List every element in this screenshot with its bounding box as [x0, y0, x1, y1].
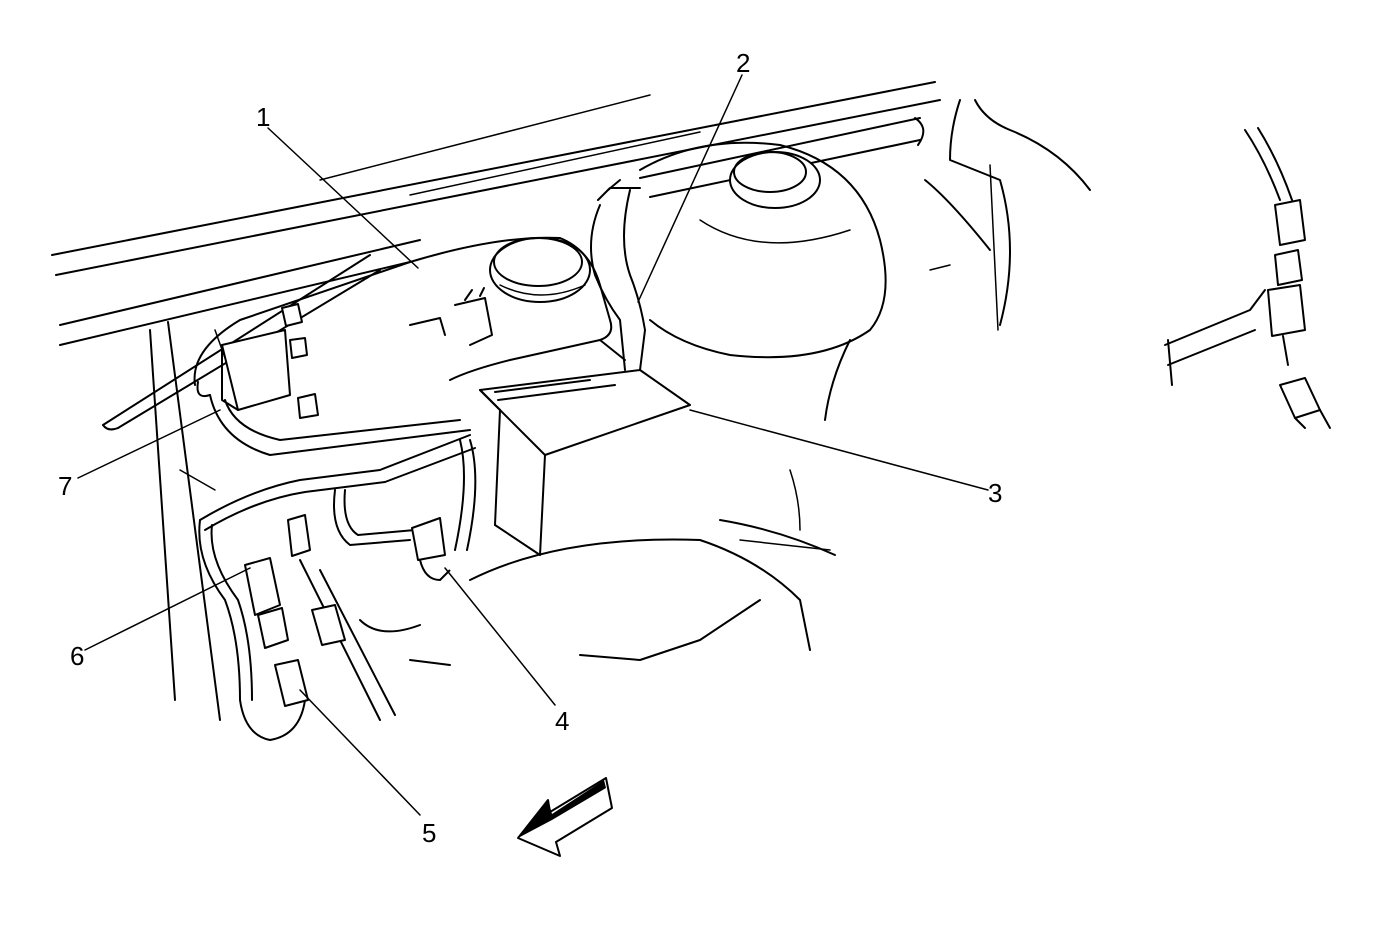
hose-upper [590, 179, 646, 371]
callout-3: 3 [988, 478, 1002, 508]
leader-lines [77, 74, 989, 816]
callout-2: 2 [736, 48, 750, 78]
callout-1: 1 [256, 102, 270, 132]
wiring-harness [198, 434, 477, 741]
hood-edge [51, 81, 941, 721]
callout-7: 7 [58, 471, 72, 501]
callout-4: 4 [555, 706, 569, 736]
inset-detail [1164, 127, 1331, 429]
battery-box [479, 339, 691, 556]
callout-6: 6 [70, 641, 84, 671]
front-direction-arrow-icon [517, 777, 613, 857]
callout-5: 5 [422, 818, 436, 848]
coolant-reservoir [193, 236, 613, 456]
fender-structure [824, 99, 1091, 421]
lower-engine [299, 469, 836, 721]
round-reservoir [639, 141, 887, 359]
connectors [244, 303, 451, 707]
